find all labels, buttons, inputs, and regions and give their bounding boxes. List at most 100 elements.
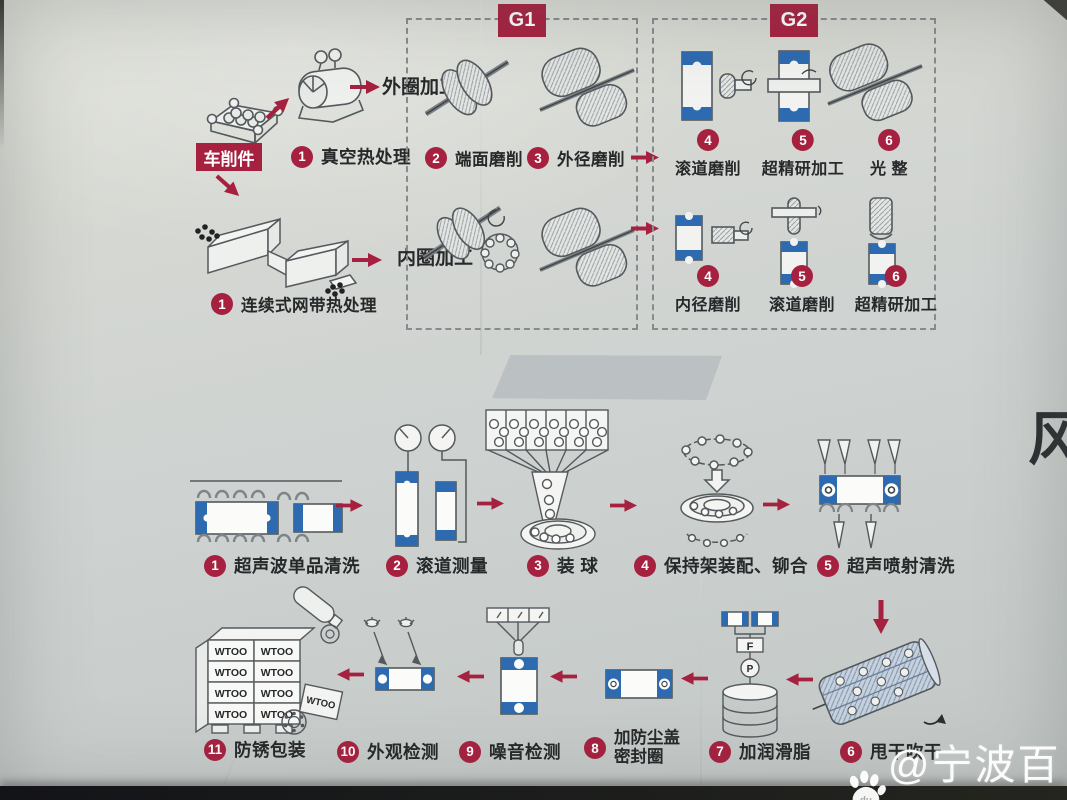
step-label: 超精研加工	[761, 161, 845, 178]
flow-arrow-icon	[350, 80, 380, 94]
step-noise-test: 9 噪音检测	[459, 739, 561, 764]
force-gauge-label: F	[747, 641, 754, 653]
turning-parts-badge: 车削件	[196, 143, 262, 171]
step-number-badge: 6	[877, 129, 900, 151]
meshbelt-furnace-icon	[195, 217, 358, 297]
ball-loading-icon	[485, 409, 609, 550]
flow-arrow-icon	[215, 174, 240, 197]
step-ball-loading: 3 装 球	[527, 553, 598, 578]
step-jet-clean: 5 超声喷射清洗	[817, 553, 955, 578]
box-brand-text: WTOO	[261, 667, 293, 679]
baidu-paw-icon: du	[849, 770, 886, 800]
margin-character: 风	[1028, 407, 1067, 472]
step-label: 外径磨削	[557, 151, 625, 169]
cage-assembly-icon	[680, 434, 754, 548]
watermark: du @宁波百川	[846, 731, 1067, 800]
flow-arrow-icon	[336, 499, 363, 512]
step-number-badge: 11	[204, 738, 226, 761]
g1-step-od-grinding: 3 外径磨削	[527, 146, 625, 170]
step-number-badge: 4	[696, 129, 719, 151]
step-number-badge: 2	[425, 147, 447, 169]
visual-inspection-icon	[363, 617, 435, 691]
watermark-handle: @宁波百川	[887, 742, 1061, 788]
superfinishing-icon	[868, 197, 896, 288]
step-greasing: 7 加润滑脂	[709, 739, 811, 764]
step-label: 防锈包装	[234, 740, 306, 760]
step-number-badge: 3	[527, 554, 549, 577]
jet-clean-icon	[817, 439, 901, 549]
g2-title-tab: G2	[770, 4, 818, 37]
packaging-icon: WTOO WTOO WTOO WTOO WTOO WTOO WTOO WTOO …	[195, 586, 344, 735]
flow-arrow-icon	[265, 97, 290, 120]
step-label-line1: 加防尘盖	[614, 729, 680, 747]
step-number-badge: 6	[884, 265, 907, 287]
flow-arrow-icon	[610, 499, 637, 512]
step-label: 端面磨削	[455, 151, 523, 169]
polishing-icon	[827, 43, 923, 122]
vacuum-furnace-icon	[297, 48, 365, 123]
g2-step-superfinishing-inner: 6 超精研加工	[855, 265, 938, 315]
step-label: 加润滑脂	[739, 742, 811, 762]
step-label: 超声波单品清洗	[234, 556, 360, 576]
bore-grinding-icon	[675, 212, 753, 264]
g2-step-polishing: 6 光 整	[870, 129, 908, 179]
step-number-badge: 6	[840, 740, 862, 763]
step-number-badge: 5	[790, 265, 813, 287]
flow-arrow-icon	[352, 253, 382, 267]
outer-ring-route-label: 外圈加工	[382, 77, 459, 98]
g1-title-tab: G1	[498, 4, 546, 37]
g2-step-bore-grinding: 4 内径磨削	[675, 265, 741, 315]
greasing-icon: F P	[721, 611, 779, 738]
flow-arrow-icon	[550, 670, 577, 683]
g2-step-raceway-grinding: 4 滚道磨削	[675, 129, 741, 179]
step-label: 连续式网带热处理	[241, 297, 377, 315]
step-number-badge: 4	[696, 265, 719, 287]
step-number-badge: 3	[527, 147, 549, 169]
step-number-badge: 10	[337, 740, 359, 763]
superfinishing-icon	[767, 50, 821, 122]
step-number-badge: 1	[211, 293, 233, 315]
photo-edge-bottom	[0, 786, 1067, 800]
flow-arrow-icon	[873, 600, 889, 634]
dryer-drum-icon	[812, 638, 946, 726]
photo-crease	[480, 0, 482, 355]
step-label: 外观检测	[367, 742, 439, 762]
g2-step-raceway-grinding-inner: 5 滚道磨削	[769, 265, 835, 315]
od-grinding-icon	[539, 207, 635, 287]
step-label: 超精研加工	[854, 297, 938, 314]
step-number-badge: 9	[459, 740, 481, 763]
box-brand-text: WTOO	[261, 688, 293, 700]
raceway-measure-icon	[394, 424, 467, 547]
step-visual-inspection: 10 外观检测	[337, 739, 439, 764]
step-vacuum-heat: 1 真空热处理	[291, 144, 411, 169]
step-number-badge: 4	[634, 554, 656, 577]
face-grinding-icon	[422, 205, 520, 273]
flow-arrow-icon	[337, 668, 364, 681]
ultrasonic-clean-icon	[190, 480, 343, 543]
face-grinding-icon	[424, 59, 510, 117]
photo-tape-band	[492, 355, 722, 400]
g2-group-box: G2	[652, 4, 938, 330]
box-brand-text: WTOO	[215, 688, 247, 700]
step-label: 滚道测量	[416, 556, 488, 576]
box-brand-text: WTOO	[215, 646, 247, 658]
step-label: 光 整	[870, 161, 908, 178]
step-label: 甩干吹干	[870, 742, 942, 762]
step-dry: 6 甩干吹干	[840, 739, 942, 764]
photo-edge	[0, 0, 4, 150]
flow-arrow-icon	[477, 497, 504, 510]
step-seal-fitting: 8 加防尘盖 密封圈	[584, 729, 680, 767]
raceway-grinding-icon	[681, 51, 757, 121]
baidu-logo-text: du	[860, 795, 872, 800]
step-cage-assembly: 4 保持架装配、铆合	[634, 553, 808, 578]
box-brand-text: WTOO	[215, 667, 247, 679]
step-label: 噪音检测	[489, 742, 561, 762]
step-label: 保持架装配、铆合	[664, 556, 808, 576]
photo-crease	[700, 560, 702, 790]
od-grinding-icon	[539, 47, 635, 127]
g1-step-face-grinding: 2 端面磨削	[425, 146, 523, 170]
flow-arrow-icon	[457, 670, 484, 683]
step-ultrasonic-clean: 1 超声波单品清洗	[204, 553, 360, 578]
step-meshbelt-heat: 1 连续式网带热处理	[211, 292, 377, 316]
step-label: 滚道磨削	[768, 297, 836, 314]
